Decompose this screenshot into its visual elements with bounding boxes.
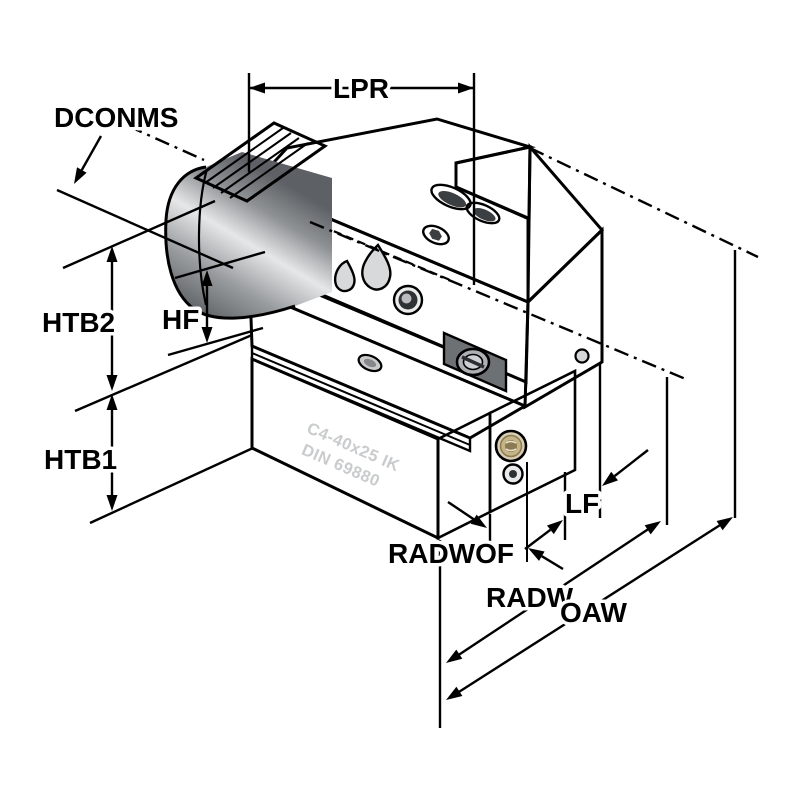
label-lpr: LPR [333, 73, 389, 104]
top-face-hole-medium-icon [465, 201, 501, 225]
dimension-dconms: DCONMS [51, 99, 182, 184]
upper-block-top-face [249, 117, 536, 305]
upper-block-chamfer-face [526, 143, 605, 306]
teardrop-large-icon [361, 243, 392, 291]
label-lf: LF [565, 488, 599, 519]
front-face-port-icon [392, 284, 424, 316]
top-face-hex-socket-icon [422, 224, 450, 246]
dimension-radw: RADW [446, 521, 661, 663]
tool-centerline [309, 220, 689, 382]
shank-body [165, 152, 332, 319]
label-radw: RADW [486, 582, 574, 613]
base-reference-line [89, 446, 254, 525]
centerlines [127, 124, 759, 382]
clamp-screw-icon [455, 347, 491, 377]
rail-front-strip [250, 344, 472, 453]
dimension-radwof: RADWOF [385, 501, 564, 573]
label-htb2: HTB2 [42, 307, 115, 338]
axis-reference-line [62, 199, 216, 270]
engraving: C4-40x25 IK DIN 69880 [299, 419, 402, 490]
label-oaw: OAW [560, 597, 627, 628]
label-radwof: RADWOF [388, 538, 514, 569]
dimension-lpr: LPR [249, 70, 474, 108]
dconms-reference-line [56, 188, 234, 270]
upper-block-right-face [523, 226, 604, 410]
rail-groove-line [251, 352, 471, 446]
rail-hole-icon [357, 353, 383, 373]
dimension-htb2: HTB2 [39, 246, 119, 391]
hf-top-line [174, 250, 266, 280]
lower-right-face [488, 368, 577, 515]
spindle-axis-centerline [127, 124, 205, 162]
right-face-hole-icon [574, 348, 590, 364]
coolant-port-icon [494, 429, 528, 463]
dimension-hf: HF [159, 270, 213, 343]
shank-silhouette [164, 165, 296, 320]
lower-small-hole-icon [502, 463, 524, 485]
label-hf: HF [162, 304, 199, 335]
dimension-lf: LF [524, 449, 649, 550]
seat-reference-line [74, 333, 253, 413]
top-face-hole-large-icon [430, 183, 472, 211]
label-dconms: DCONMS [54, 102, 178, 133]
label-htb1: HTB1 [44, 444, 117, 475]
hf-bottom-line [167, 326, 264, 357]
extension-lines [56, 73, 737, 728]
teardrop-small-icon [333, 259, 356, 293]
dimension-htb1: HTB1 [41, 394, 121, 511]
upper-centerline [529, 146, 759, 259]
dimension-oaw: OAW [446, 517, 733, 700]
